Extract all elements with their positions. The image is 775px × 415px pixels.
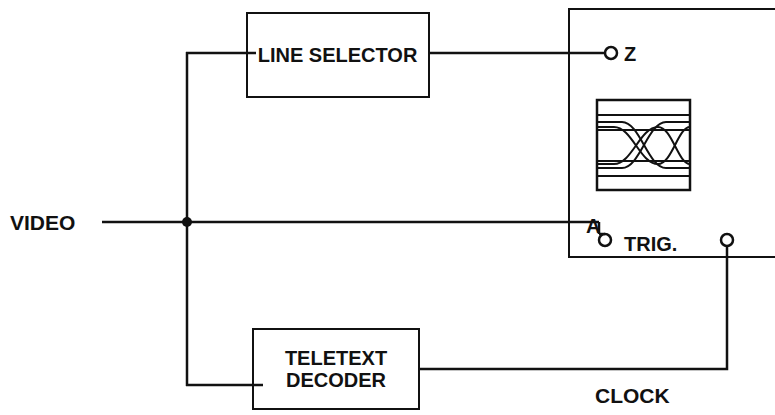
terminal-label: Z — [624, 44, 636, 64]
process-box: LINE SELECTOR — [246, 12, 430, 98]
signal-wire — [430, 52, 606, 55]
eye-pattern — [597, 122, 690, 168]
process-box: TELETEXT DECODER — [252, 328, 420, 410]
signal-label: VIDEO — [8, 212, 77, 233]
box-label: TELETEXT DECODER — [254, 347, 418, 391]
signal-label: CLOCK — [593, 385, 672, 406]
scope-screen — [597, 100, 690, 190]
graticule-line — [597, 175, 690, 177]
junction-dot — [182, 217, 192, 227]
signal-wire — [420, 246, 727, 369]
terminal-label: TRIG. — [624, 234, 677, 254]
box-label: LINE SELECTOR — [258, 44, 418, 66]
oscilloscope-housing: Z A TRIG. — [568, 8, 775, 258]
input-terminal — [721, 234, 733, 246]
input-terminal — [599, 234, 611, 246]
input-terminal — [605, 47, 617, 59]
graticule-line — [597, 114, 690, 116]
terminal-label: A — [586, 216, 600, 236]
video-wire — [102, 221, 599, 224]
